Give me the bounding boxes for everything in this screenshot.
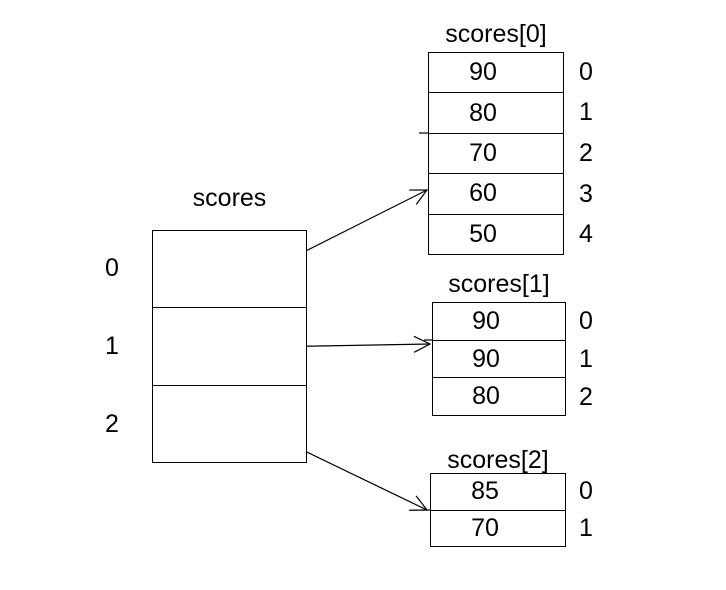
sub-array-0-table: 90 80 70 60 50 xyxy=(428,52,564,255)
main-array-index: 2 xyxy=(105,409,119,438)
value-cell: 85 xyxy=(471,477,499,506)
value-cell: 90 xyxy=(433,339,565,378)
sub-array-2-title: scores[2] xyxy=(447,446,549,474)
row-index: 1 xyxy=(579,514,593,542)
main-array-cell-2 xyxy=(153,384,306,462)
sub-array-2-indices: 0 1 xyxy=(570,473,602,547)
main-array-indices: 0 1 2 xyxy=(96,230,128,463)
row-index: 3 xyxy=(579,179,593,208)
row-index: 1 xyxy=(579,98,593,127)
sub-array-2-table: 85 70 xyxy=(430,473,566,547)
row-index: 0 xyxy=(579,306,593,335)
row-index: 1 xyxy=(579,344,593,373)
row-index: 0 xyxy=(579,477,593,505)
value-cell: 90 xyxy=(469,58,497,87)
main-array-title: scores xyxy=(192,184,267,212)
sub-array-0-indices: 0 1 2 3 4 xyxy=(570,52,602,255)
sub-array-1-title: scores[1] xyxy=(448,270,550,298)
value-cell: 80 xyxy=(433,377,565,415)
value-cell: 70 xyxy=(431,509,565,547)
sub-array-1-indices: 0 1 2 xyxy=(570,302,602,416)
value-cell: 60 xyxy=(429,173,563,213)
main-array-cell-1 xyxy=(153,307,306,384)
main-array-index: 1 xyxy=(105,332,119,360)
main-array-index: 0 xyxy=(105,254,119,283)
value-cell: 90 xyxy=(472,306,500,335)
main-array-cell-0 xyxy=(153,231,306,307)
value-cell: 70 xyxy=(429,132,563,173)
sub-array-0-title: scores[0] xyxy=(445,20,547,48)
row-index: 4 xyxy=(579,220,593,249)
row-index: 0 xyxy=(579,57,593,86)
main-array-box xyxy=(152,230,307,463)
value-cell: 50 xyxy=(429,213,563,254)
row-index: 2 xyxy=(579,382,593,411)
value-cell: 80 xyxy=(429,92,563,132)
row-index: 2 xyxy=(579,138,593,167)
sub-array-1-table: 90 90 80 xyxy=(432,302,566,416)
